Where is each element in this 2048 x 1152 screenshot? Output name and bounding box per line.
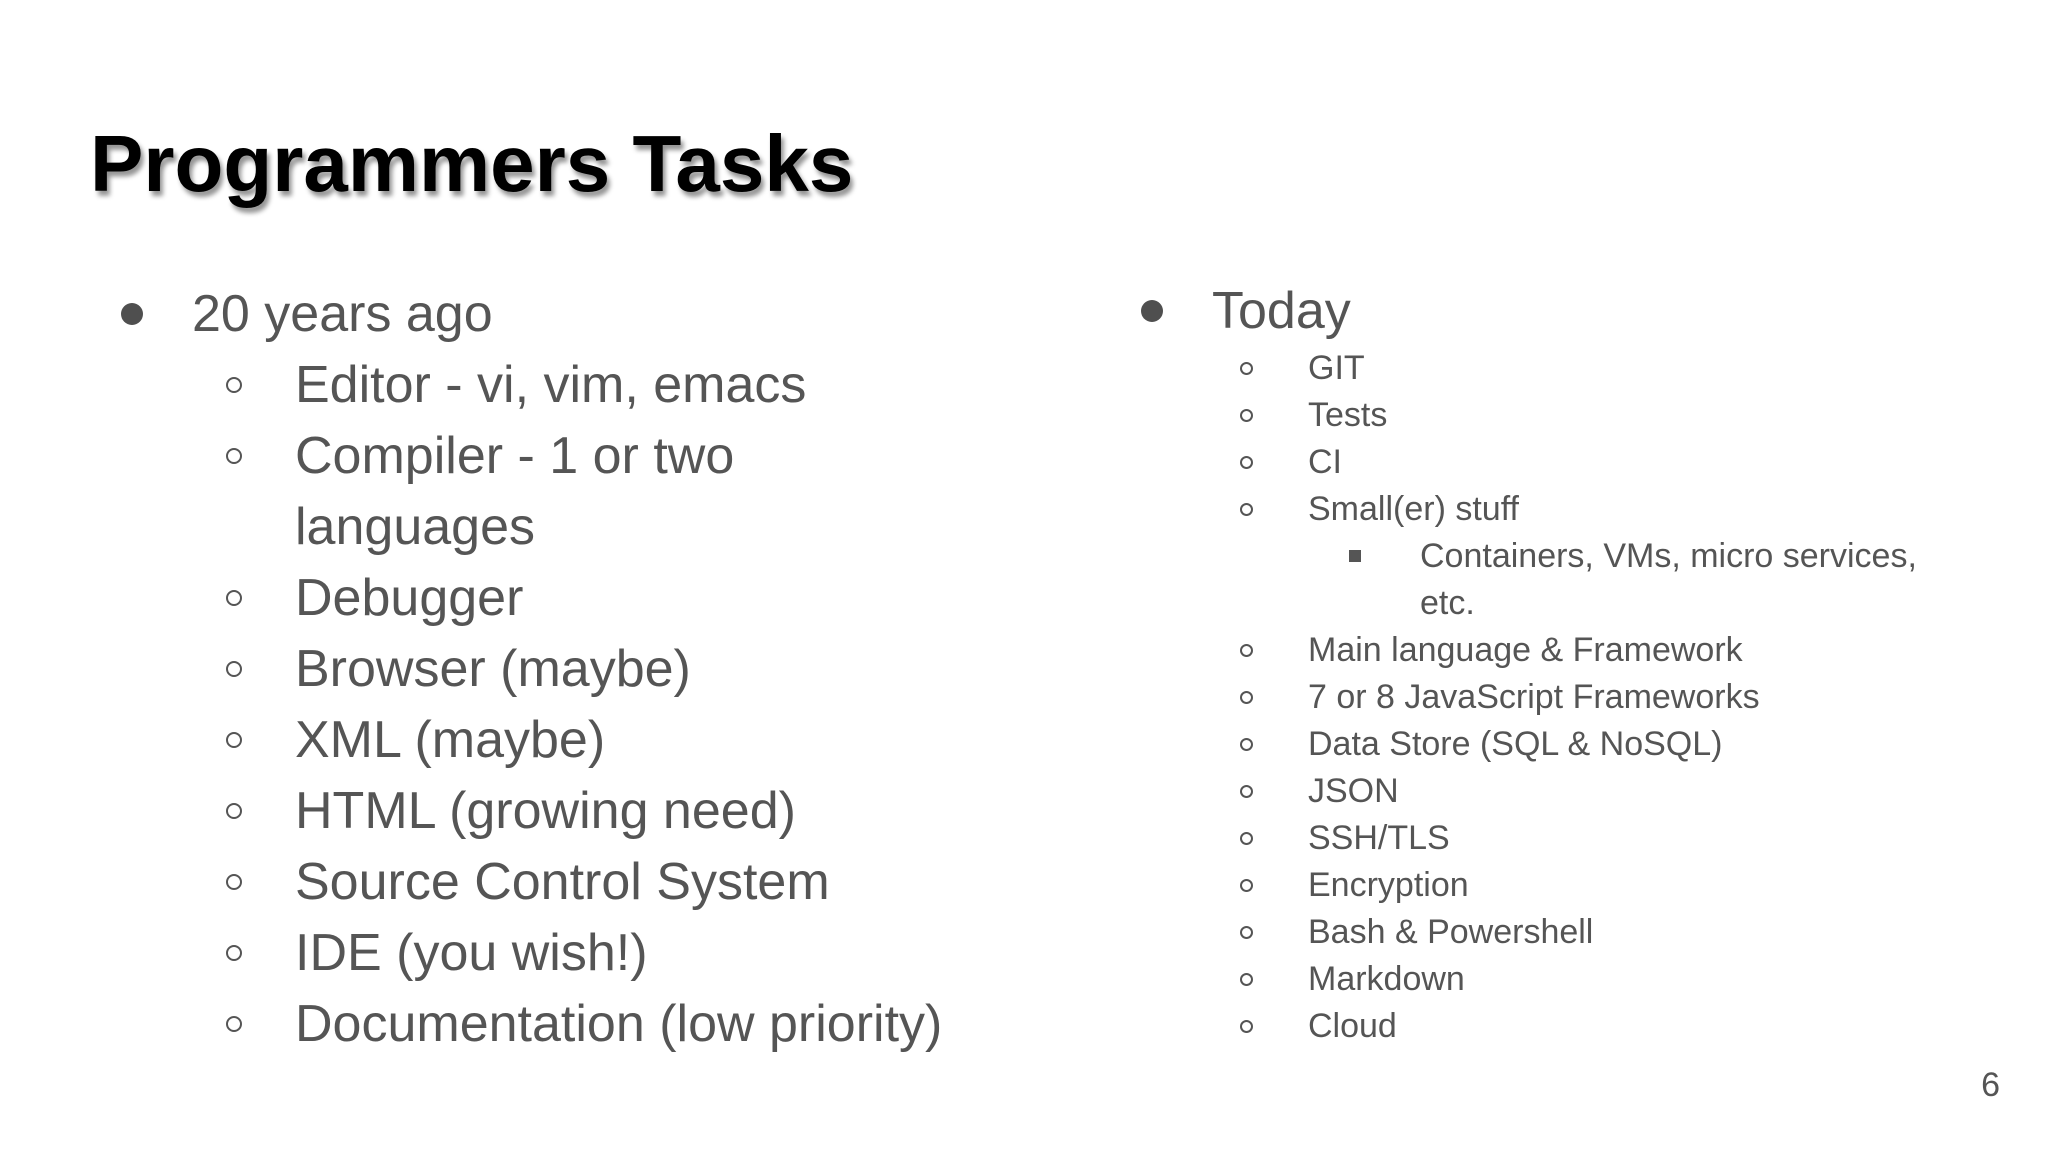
hollow-circle-bullet-icon	[1240, 1020, 1253, 1033]
hollow-circle-bullet-icon	[1240, 644, 1253, 657]
item-label: Compiler - 1 or two languages	[295, 427, 735, 556]
item-label: Small(er) stuff	[1308, 490, 1519, 528]
hollow-circle-bullet-icon	[226, 448, 242, 464]
list-item: Source Control System	[121, 847, 1001, 918]
item-label: Documentation (low priority)	[295, 995, 943, 1053]
item-label: SSH/TLS	[1308, 819, 1450, 857]
hollow-circle-bullet-icon	[1240, 785, 1253, 798]
item-label: CI	[1308, 443, 1342, 481]
hollow-circle-bullet-icon	[1240, 926, 1253, 939]
hollow-circle-bullet-icon	[1240, 832, 1253, 845]
hollow-circle-bullet-icon	[226, 590, 242, 606]
list-item: IDE (you wish!)	[121, 918, 1001, 989]
hollow-circle-bullet-icon	[226, 661, 242, 677]
item-label: Containers, VMs, micro services, etc.	[1420, 537, 1917, 622]
hollow-circle-bullet-icon	[226, 874, 242, 890]
item-label: GIT	[1308, 349, 1365, 387]
item-label: Browser (maybe)	[295, 640, 691, 698]
item-label: 7 or 8 JavaScript Frameworks	[1308, 678, 1760, 716]
list-item: Browser (maybe)	[121, 634, 1001, 705]
item-label: 20 years ago	[192, 285, 493, 343]
column-20-years-ago: 20 years ago Editor - vi, vim, emacs Com…	[121, 279, 1001, 1060]
item-label: Markdown	[1308, 960, 1465, 998]
item-label: Encryption	[1308, 866, 1469, 904]
item-label: XML (maybe)	[295, 711, 606, 769]
list-item: SSH/TLS	[1141, 815, 2021, 862]
list-item: XML (maybe)	[121, 705, 1001, 776]
hollow-circle-bullet-icon	[1240, 879, 1253, 892]
filled-circle-bullet-icon	[1141, 300, 1163, 322]
list-item: Cloud	[1141, 1003, 2021, 1050]
item-label: Debugger	[295, 569, 524, 627]
hollow-circle-bullet-icon	[1240, 362, 1253, 375]
list-item-heading: 20 years ago	[121, 279, 1001, 350]
item-label: Tests	[1308, 396, 1388, 434]
list-item: 7 or 8 JavaScript Frameworks	[1141, 674, 2021, 721]
list-item: JSON	[1141, 768, 2021, 815]
column-today: Today GIT Tests CI Small(er) stuff Conta…	[1141, 277, 2021, 1050]
list-item: CI	[1141, 439, 2021, 486]
filled-circle-bullet-icon	[121, 303, 143, 325]
list-item: Compiler - 1 or two languages	[121, 421, 1001, 563]
list-item: Main language & Framework	[1141, 627, 2021, 674]
item-label: Source Control System	[295, 853, 830, 911]
hollow-circle-bullet-icon	[1240, 738, 1253, 751]
item-label: Cloud	[1308, 1007, 1397, 1045]
list-item: Documentation (low priority)	[121, 989, 1001, 1060]
hollow-circle-bullet-icon	[226, 377, 242, 393]
item-label: IDE (you wish!)	[295, 924, 648, 982]
hollow-circle-bullet-icon	[226, 732, 242, 748]
hollow-circle-bullet-icon	[226, 803, 242, 819]
list-item: HTML (growing need)	[121, 776, 1001, 847]
list-item: Tests	[1141, 392, 2021, 439]
list-item: Bash & Powershell	[1141, 909, 2021, 956]
list-item-heading: Today	[1141, 277, 2021, 345]
item-label: JSON	[1308, 772, 1399, 810]
list-item-sublevel: Containers, VMs, micro services, etc.	[1141, 533, 2021, 627]
page-number: 6	[1981, 1066, 2000, 1104]
slide-title: Programmers Tasks	[90, 119, 854, 208]
item-label: Editor - vi, vim, emacs	[295, 356, 807, 414]
list-item: Data Store (SQL & NoSQL)	[1141, 721, 2021, 768]
hollow-circle-bullet-icon	[226, 945, 242, 961]
list-item: Debugger	[121, 563, 1001, 634]
hollow-circle-bullet-icon	[1240, 456, 1253, 469]
list-item: Small(er) stuff	[1141, 486, 2021, 533]
hollow-circle-bullet-icon	[1240, 973, 1253, 986]
filled-square-bullet-icon	[1349, 550, 1361, 562]
item-label: Main language & Framework	[1308, 631, 1743, 669]
list-item: Markdown	[1141, 956, 2021, 1003]
list-item: GIT	[1141, 345, 2021, 392]
list-item: Editor - vi, vim, emacs	[121, 350, 1001, 421]
hollow-circle-bullet-icon	[1240, 409, 1253, 422]
item-label: Today	[1212, 282, 1351, 340]
hollow-circle-bullet-icon	[1240, 503, 1253, 516]
hollow-circle-bullet-icon	[1240, 691, 1253, 704]
hollow-circle-bullet-icon	[226, 1016, 242, 1032]
item-label: Bash & Powershell	[1308, 913, 1594, 951]
list-item: Encryption	[1141, 862, 2021, 909]
item-label: HTML (growing need)	[295, 782, 796, 840]
item-label: Data Store (SQL & NoSQL)	[1308, 725, 1723, 763]
